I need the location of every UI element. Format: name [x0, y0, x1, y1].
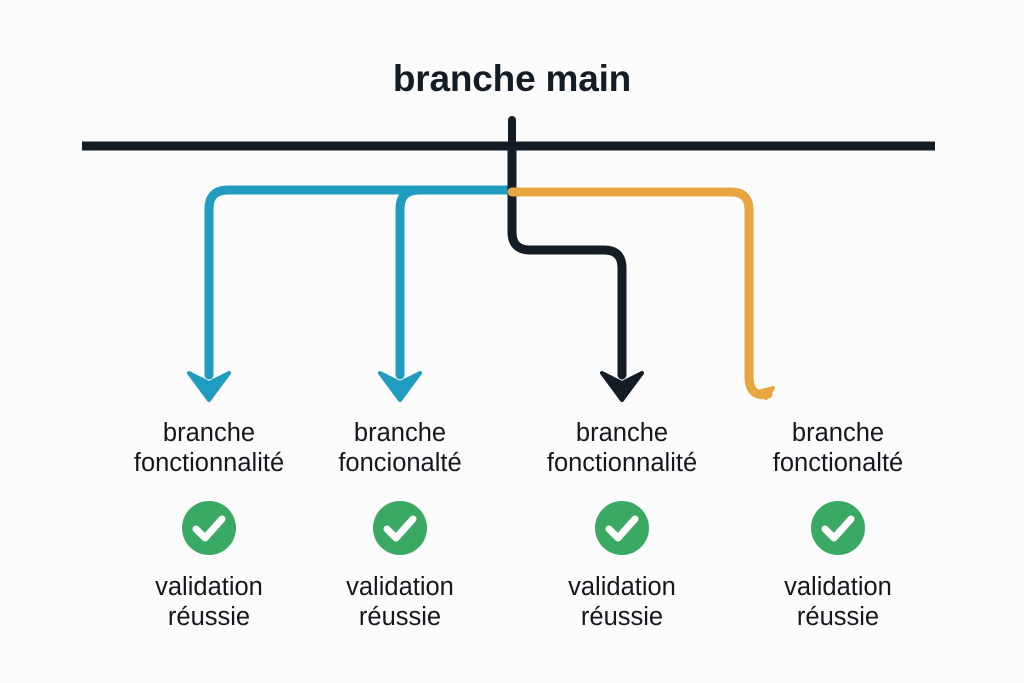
- branch-1-label: branche fonctionnalité: [99, 418, 319, 478]
- branch-column-3: branche fonctionnalité validation réussi…: [512, 418, 732, 632]
- branch-1-arrowhead: [187, 371, 231, 402]
- branch-4-path: [507, 187, 773, 400]
- branch-3-label-line2: fonctionnalité: [546, 449, 698, 477]
- branch-2-label: branche foncionalté: [290, 418, 510, 478]
- branch-1-label-line1: branche: [162, 419, 256, 447]
- branch-2-status-line2: réussie: [358, 603, 442, 631]
- branch-1-status-badge-wrap: [99, 500, 319, 558]
- branch-3-label-line1: branche: [575, 419, 669, 447]
- branch-3-status-label: validation réussie: [512, 572, 732, 632]
- branch-2-status-badge-wrap: [290, 500, 510, 558]
- check-circle-icon: [182, 501, 236, 555]
- branch-4-hook-end: [756, 386, 775, 400]
- branch-4-status-badge-wrap: [728, 500, 948, 558]
- branch-2-status-line1: validation: [346, 573, 454, 601]
- branch-column-1: branche fonctionnalité validation réussi…: [99, 418, 319, 632]
- branch-3-status-badge-wrap: [512, 500, 732, 558]
- branch-4-label-line2: fonctionalté: [772, 449, 904, 477]
- check-circle-icon: [595, 501, 649, 555]
- branch-1-label-line2: fonctionnalité: [133, 449, 285, 477]
- branch-1-status-line2: réussie: [167, 603, 251, 631]
- branch-2-path: [395, 185, 517, 380]
- branch-1-status-line1: validation: [155, 573, 263, 601]
- branch-4-status-label: validation réussie: [728, 572, 948, 632]
- branch-column-4: branche fonctionalté validation réussie: [728, 418, 948, 632]
- branch-1-path: [204, 185, 517, 380]
- branch-3-status-line2: réussie: [580, 603, 664, 631]
- branch-2-arrowhead: [378, 371, 422, 402]
- branch-2-status-label: validation réussie: [290, 572, 510, 632]
- branch-column-2: branche foncionalté validation réussie: [290, 418, 510, 632]
- branch-2-label-line2: foncionalté: [338, 449, 462, 477]
- branch-3-path: [507, 141, 627, 380]
- page-title: branche main: [392, 58, 632, 99]
- branch-4-status-line1: validation: [784, 573, 892, 601]
- branch-2-label-line1: branche: [353, 419, 447, 447]
- branch-4-status-line2: réussie: [796, 603, 880, 631]
- branch-4-label-line1: branche: [791, 419, 885, 447]
- branch-1-status-label: validation réussie: [99, 572, 319, 632]
- branch-3-status-line1: validation: [568, 573, 676, 601]
- branch-4-label: branche fonctionalté: [728, 418, 948, 478]
- check-circle-icon: [811, 501, 865, 555]
- branch-3-label: branche fonctionnalité: [512, 418, 732, 478]
- check-circle-icon: [373, 501, 427, 555]
- branch-3-arrowhead: [600, 371, 644, 402]
